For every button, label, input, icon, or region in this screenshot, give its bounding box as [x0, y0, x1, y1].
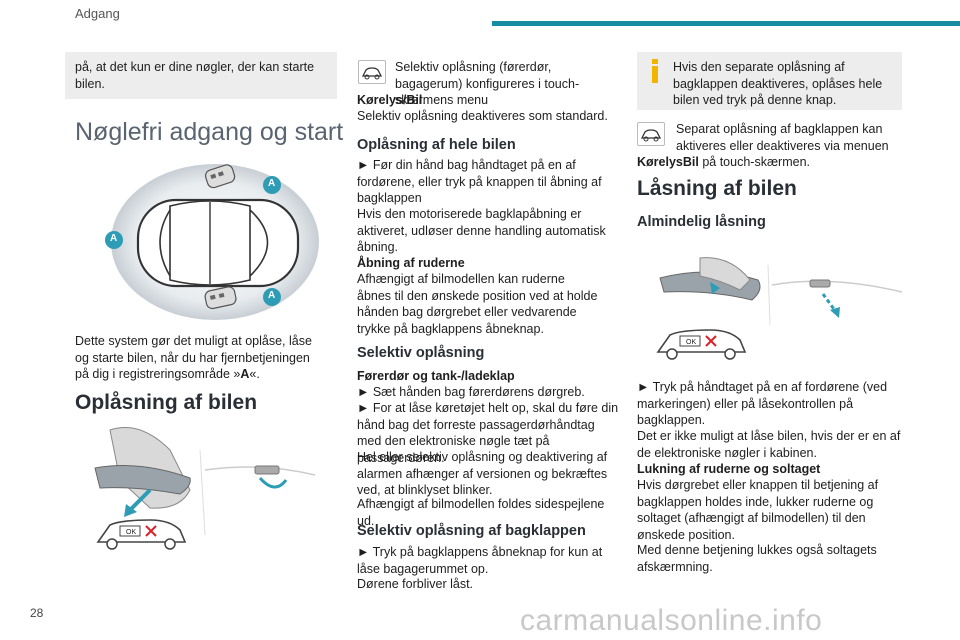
page-number: 28 — [30, 606, 44, 620]
title-locking: Låsning af bilen — [637, 177, 797, 200]
info-box — [637, 52, 902, 110]
closing-text: Hvis dørgrebet eller knappen til betjeni… — [637, 478, 879, 542]
close-x-icon — [145, 525, 157, 537]
windows-heading: Åbning af ruderne — [357, 256, 465, 270]
sel-line-4: Afhængigt af bilmodellen foldes sidespej… — [357, 497, 605, 528]
unlock-hand-illustration — [94, 427, 316, 550]
info-icon — [651, 59, 659, 83]
whole-line-1: ► Før din hånd bag håndtaget på en af fo… — [357, 158, 602, 205]
car-icon-2 — [656, 329, 747, 360]
remote-key-bottom — [204, 286, 237, 310]
selective-default-text: Selektiv oplåsning deaktiveres som stand… — [357, 109, 608, 123]
selective-subheading: Førerdør og tank-/ladeklap — [357, 369, 515, 383]
tail-line-1: ► Tryk på bagklappens åbneknap for kun a… — [357, 545, 603, 576]
info-box-text: Hvis den separate oplåsning af bagklappe… — [673, 60, 883, 107]
lock-illustration — [656, 257, 902, 360]
heading-normal-lock: Almindelig låsning — [637, 214, 766, 230]
car-ok-label: OK — [126, 529, 137, 536]
heading-selective-unlock: Selektiv oplåsning — [357, 345, 485, 361]
separate-unlock-menu: KørelysBil på touch-skærmen. — [637, 155, 811, 169]
car-ok-label-2: OK — [686, 339, 697, 346]
zone-badge-label-1: A — [268, 178, 276, 189]
lock-line-2: Det er ikke muligt at låse bilen, hvis d… — [637, 429, 901, 460]
note-box-text: på, at det kun er dine nøgler, der kan s… — [75, 60, 315, 91]
closing-heading: Lukning af ruderne og soltaget — [637, 462, 821, 476]
watermark: carmanualsonline.info — [520, 604, 823, 637]
remote-key-top — [204, 164, 236, 189]
separate-unlock-text: Separat oplåsning af bagklappen kan akti… — [676, 122, 889, 153]
car-icon — [96, 519, 187, 550]
tail-line-2: Dørene forbliver låst. — [357, 577, 474, 591]
title-unlocking: Oplåsning af bilen — [75, 391, 258, 414]
lock-line-1: ► Tryk på håndtaget på en af fordørene (… — [637, 380, 888, 427]
close-x-icon-2 — [705, 335, 717, 347]
zone-badge-label-3: A — [268, 290, 276, 301]
header-accent-bar — [492, 21, 960, 26]
car-settings-icon-2 — [637, 122, 665, 146]
heading-unlock-whole: Oplåsning af hele bilen — [357, 137, 516, 153]
title-keyless-entry: Nøglefri adgang og start — [75, 118, 344, 146]
zone-badge-label-2: A — [110, 233, 118, 244]
closing-text-2: Med denne betjening lukkes også soltaget… — [637, 543, 877, 574]
intro-paragraph: Dette system gør det muligt at oplåse, l… — [75, 334, 312, 381]
selective-config-text: Selektiv oplåsning (førerdør, bagagerum)… — [395, 60, 580, 107]
sel-line-3: Hel eller selektiv oplåsning og deaktive… — [357, 450, 608, 497]
sel-line-2: ► For at låse køretøjet helt op, skal du… — [357, 401, 619, 465]
keyless-zone-illustration — [105, 164, 319, 320]
heading-tailgate-unlock: Selektiv oplåsning af bagklappen — [357, 523, 586, 539]
windows-text: Afhængigt af bilmodellen kan ruderne åbn… — [357, 272, 598, 336]
note-box — [65, 52, 337, 99]
header-section-title: Adgang — [75, 6, 120, 21]
selective-config-menu: Kørelys/Bil. — [357, 93, 426, 107]
sel-line-1: ► Sæt hånden bag førerdørens dørgreb. — [357, 385, 585, 399]
arrow-icon — [128, 488, 152, 512]
car-settings-icon — [358, 60, 386, 84]
whole-line-2: Hvis den motoriserede bagklapåbning er a… — [357, 207, 606, 254]
